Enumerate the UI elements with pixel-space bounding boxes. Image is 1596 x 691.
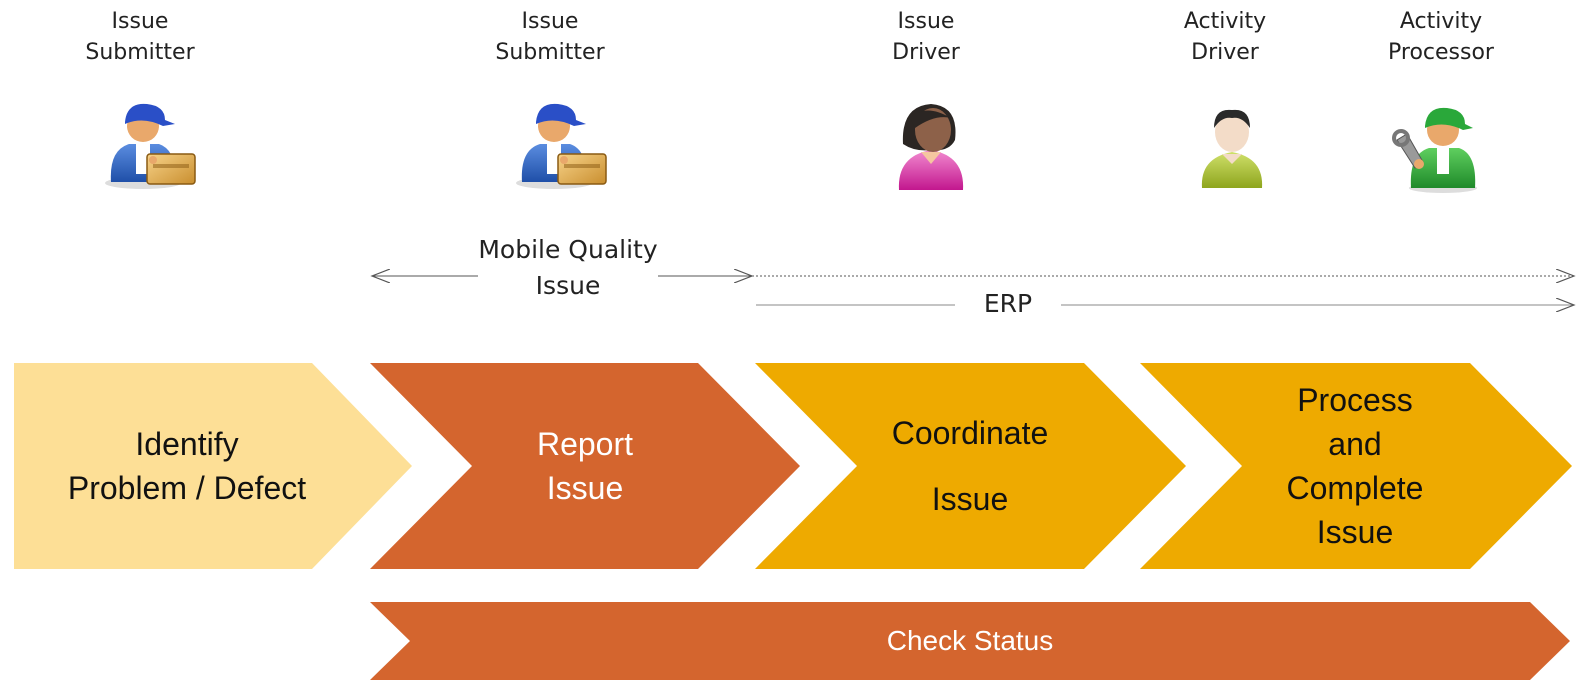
role-label-issue-submitter: Issue Submitter	[85, 9, 195, 65]
role-label-activity-processor: Activity Processor	[1388, 9, 1494, 65]
step-report-shape	[370, 363, 800, 569]
role-label-issue-driver: Issue Driver	[892, 9, 960, 65]
step-process-shape	[1140, 363, 1572, 569]
woman-user-icon	[898, 104, 964, 190]
role-label-issue-submitter-2: Issue Submitter	[495, 9, 605, 65]
role-label-activity-driver: Activity Driver	[1183, 9, 1267, 65]
worker-with-boxes-icon	[516, 103, 607, 189]
check-status-shape	[370, 602, 1570, 680]
step-coordinate-shape	[755, 363, 1186, 569]
step-report-label: Report Issue	[536, 426, 634, 506]
step-process-label: Process and Complete Issue	[1286, 382, 1424, 550]
worker-with-boxes-icon	[105, 103, 196, 189]
check-status-label: Check Status	[886, 625, 1054, 656]
step-identify-label: Identify Problem / Defect	[67, 426, 307, 506]
erp-label: ERP	[955, 288, 1061, 320]
step-coordinate-label: Coordinate Issue	[891, 414, 1049, 517]
step-identify-shape	[14, 363, 412, 569]
mobile-quality-issue-label: Mobile Quality Issue	[478, 232, 658, 304]
user-icon	[1201, 109, 1263, 188]
mechanic-with-wrench-icon	[1392, 107, 1477, 193]
